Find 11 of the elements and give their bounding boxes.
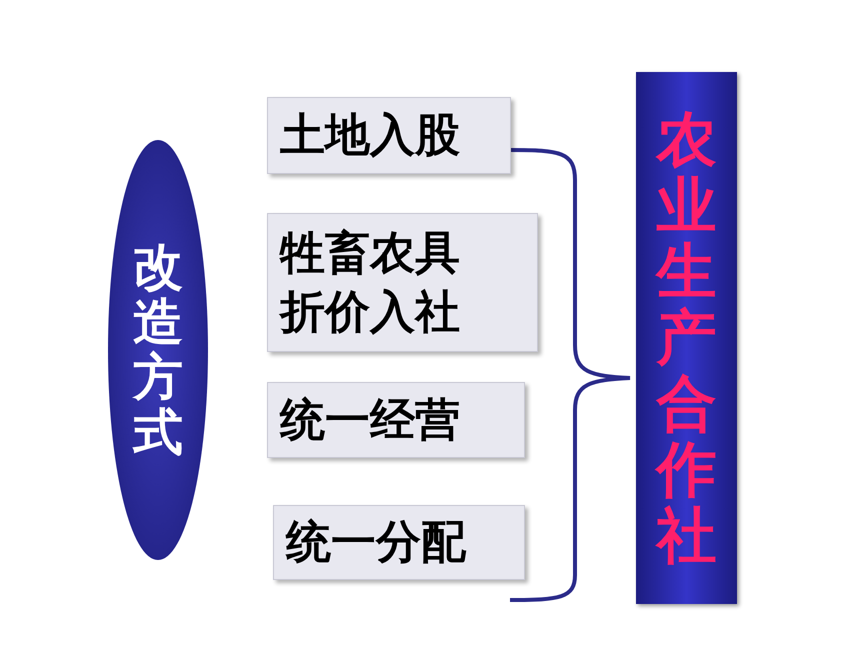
text-box [267,213,538,352]
node-label: 改造方式 [133,240,183,460]
text-box [267,382,525,458]
node-label: 牲畜农具折价入社 [280,225,461,340]
text-box [273,505,525,580]
node-label: 统一经营 [280,392,461,448]
node-label: 农业生产合作社 [656,107,716,569]
node-label: 统一分配 [286,514,468,570]
column-node [636,72,737,604]
text-box [267,97,511,174]
node-label: 土地入股 [280,107,461,164]
